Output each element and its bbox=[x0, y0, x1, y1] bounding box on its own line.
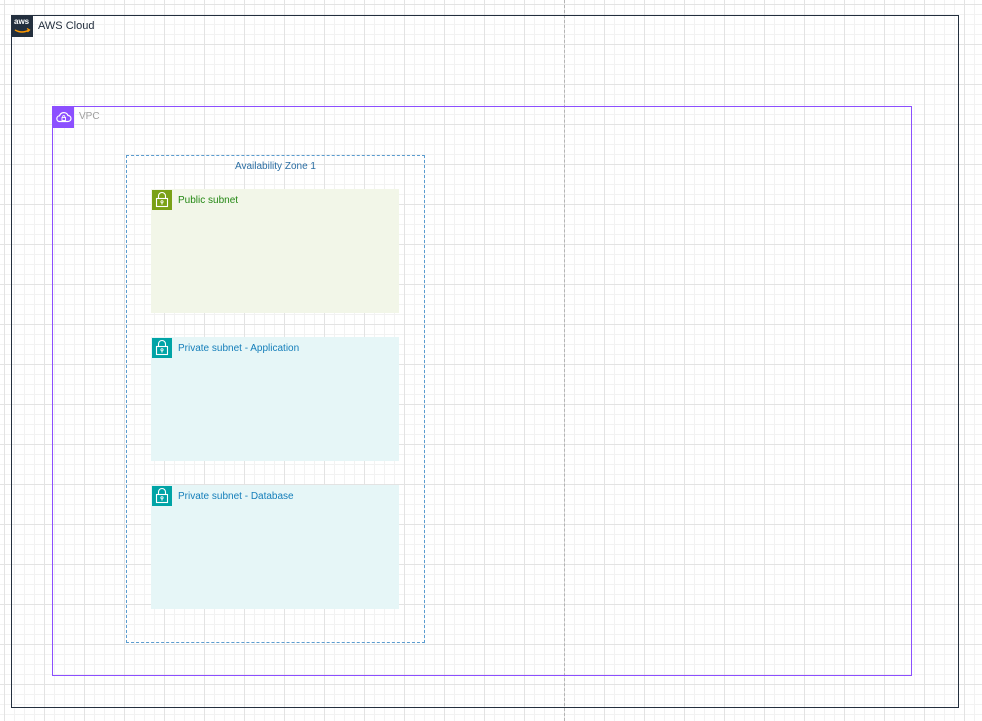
aws-cloud-group[interactable]: aws AWS Cloud bbox=[11, 15, 959, 708]
lock-icon bbox=[152, 338, 172, 358]
lock-icon bbox=[152, 190, 172, 210]
public-subnet-label: Public subnet bbox=[178, 195, 239, 206]
aws-cloud-label: AWS Cloud bbox=[38, 20, 95, 32]
private-subnet-database-label: Private subnet - Database bbox=[178, 491, 294, 502]
vpc-group[interactable]: VPC bbox=[52, 106, 912, 676]
private-subnet-application-label: Private subnet - Application bbox=[178, 343, 300, 354]
availability-zone-label: Availability Zone 1 bbox=[235, 161, 316, 172]
aws-logo-text: aws bbox=[14, 17, 30, 26]
vpc-cloud-icon bbox=[53, 107, 74, 128]
private-subnet-application-group[interactable]: Private subnet - Application bbox=[151, 337, 399, 461]
availability-zone-group[interactable]: Availability Zone 1 bbox=[126, 155, 425, 643]
public-subnet-group[interactable]: Public subnet bbox=[151, 189, 399, 313]
page-break-line bbox=[564, 0, 565, 721]
lock-icon bbox=[152, 486, 172, 506]
vpc-label: VPC bbox=[79, 111, 100, 122]
aws-logo-icon: aws bbox=[12, 16, 33, 37]
private-subnet-database-group[interactable]: Private subnet - Database bbox=[151, 485, 399, 609]
